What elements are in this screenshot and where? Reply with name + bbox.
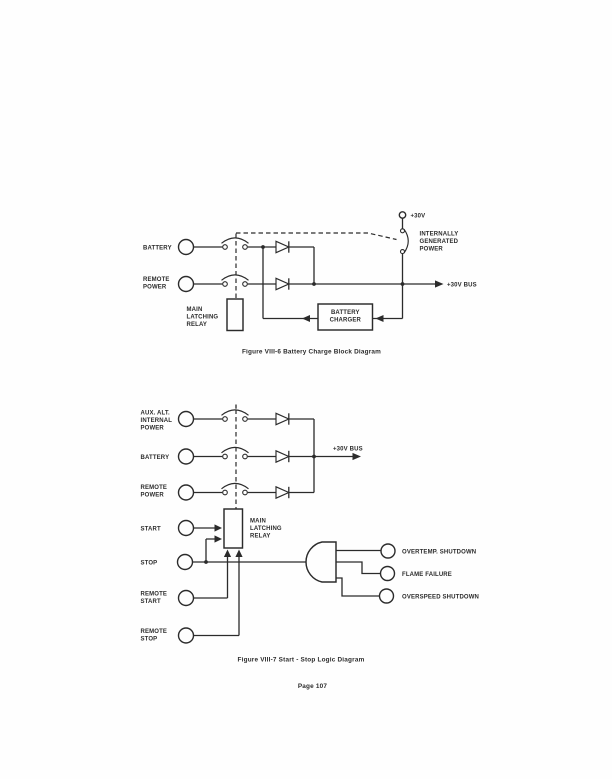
flow-arrowhead — [302, 315, 310, 322]
remote-power-label-line2: POWER — [143, 285, 167, 291]
battery-label: BATTERY — [143, 246, 172, 252]
wire — [193, 556, 240, 637]
overtemp-terminal-circle — [380, 543, 396, 559]
plus30v-bus-label: +30V BUS — [333, 447, 363, 453]
main-latching-relay-label-line3: RELAY — [187, 322, 208, 328]
switch-contact — [222, 453, 228, 460]
stop-label: STOP — [141, 560, 158, 566]
flow-arrowhead — [223, 549, 232, 557]
switch-contact — [222, 281, 228, 287]
charger-input-wire — [372, 284, 404, 320]
diode-icon — [275, 412, 291, 426]
main-latching-relay-label-line3: RELAY — [250, 534, 271, 540]
wire — [289, 246, 315, 284]
switch-arc — [221, 409, 249, 416]
remote-start-label-line1: REMOTE — [141, 591, 168, 597]
switch-contact — [242, 416, 248, 422]
relay-coil-box — [226, 298, 244, 332]
diode-icon — [275, 277, 291, 291]
internally-generated-power-label-line1: INTERNALLY — [420, 231, 459, 237]
remote-power-label-line1: REMOTE — [143, 277, 170, 283]
diode-icon — [275, 240, 291, 254]
switch-contact — [242, 281, 248, 287]
remote-stop-label-line1: REMOTE — [141, 629, 168, 635]
switch-contact — [222, 489, 228, 496]
main-latching-relay-label-line1: MAIN — [250, 519, 266, 525]
relay-coil-box — [223, 508, 244, 549]
diode-icon — [275, 449, 291, 464]
overtemp-shutdown-label: OVERTEMP. SHUTDOWN — [402, 550, 476, 556]
stop-terminal-circle — [176, 553, 194, 571]
battery-label: BATTERY — [141, 455, 170, 461]
switch-arc — [221, 237, 249, 244]
junction-dot — [312, 282, 316, 286]
wire — [336, 577, 380, 597]
remote-power-label-line2: POWER — [141, 493, 165, 499]
switch-contact — [242, 244, 248, 250]
plus30v-terminal-circle — [398, 211, 407, 219]
relay-link-dashed-horizontal — [236, 232, 397, 241]
flow-arrowhead — [214, 535, 222, 543]
battery-terminal-circle — [177, 448, 195, 465]
flow-arrowhead — [375, 315, 384, 322]
battery-charger-label-line2: CHARGER — [330, 318, 362, 324]
page-number-label: Page 107 — [298, 683, 328, 690]
shutdown-gate — [305, 541, 337, 583]
wire — [289, 418, 315, 457]
figure-viii6-battery-charge-diagram: BATTERY REMOTE POWER MAIN LATCHING RELAY… — [143, 211, 477, 356]
bus-arrowhead — [435, 280, 444, 288]
diode-icon — [275, 485, 291, 500]
overspeed-terminal-circle — [378, 588, 395, 604]
switch-contact — [222, 416, 228, 422]
plus30v-bus-label: +30V BUS — [447, 283, 477, 289]
plus30v-label: +30V — [411, 213, 426, 219]
battery-terminal-circle — [177, 238, 195, 256]
battery-charger-box — [317, 303, 374, 331]
switch-contact — [399, 249, 406, 255]
aux-power-label-line2: INTERNAL — [141, 418, 173, 424]
switch-arc — [221, 482, 249, 490]
wire — [336, 561, 381, 575]
bus-arrowhead — [352, 452, 361, 461]
remote-power-label-line1: REMOTE — [141, 485, 168, 491]
figure2-caption: Figure VIII-7 Start - Stop Logic Diagram — [238, 657, 365, 664]
aux-power-label-line3: POWER — [141, 425, 165, 431]
remote-stop-terminal-circle — [177, 627, 195, 644]
switch-arc — [403, 228, 409, 254]
switch-arc — [221, 274, 249, 281]
wire — [289, 456, 315, 494]
aux-power-label-line1: AUX. ALT. — [141, 410, 171, 416]
switch-contact — [242, 489, 248, 496]
flame-failure-terminal-circle — [379, 565, 396, 582]
figure-viii7-start-stop-logic-diagram: AUX. ALT. INTERNAL POWER BATTERY REMOTE … — [141, 404, 479, 664]
remote-start-label-line2: START — [141, 599, 161, 605]
main-latching-relay-label-line2: LATCHING — [250, 526, 282, 532]
remote-stop-label-line2: STOP — [141, 636, 158, 642]
main-latching-relay-label-line2: LATCHING — [187, 315, 219, 321]
battery-charger-label-line1: BATTERY — [331, 310, 360, 316]
flame-failure-label: FLAME FAILURE — [402, 572, 452, 578]
switch-contact — [222, 244, 228, 250]
wire — [205, 538, 215, 562]
wire — [193, 556, 229, 599]
start-label: START — [141, 526, 161, 532]
start-terminal-circle — [177, 519, 195, 537]
aux-power-terminal-circle — [177, 410, 195, 428]
internally-generated-power-label-line3: POWER — [420, 246, 444, 252]
switch-arc — [221, 446, 249, 454]
figure1-caption: Figure VIII-6 Battery Charge Block Diagr… — [242, 349, 381, 356]
remote-power-terminal-circle — [177, 484, 195, 501]
overspeed-shutdown-label: OVERSPEED SHUTDOWN — [402, 595, 479, 601]
flow-arrowhead — [235, 549, 243, 557]
remote-power-terminal-circle — [177, 275, 195, 293]
remote-start-terminal-circle — [177, 589, 195, 607]
flow-arrowhead — [214, 524, 222, 532]
main-latching-relay-label-line1: MAIN — [187, 307, 203, 313]
switch-contact — [242, 453, 248, 460]
internally-generated-power-label-line2: GENERATED — [420, 239, 459, 245]
